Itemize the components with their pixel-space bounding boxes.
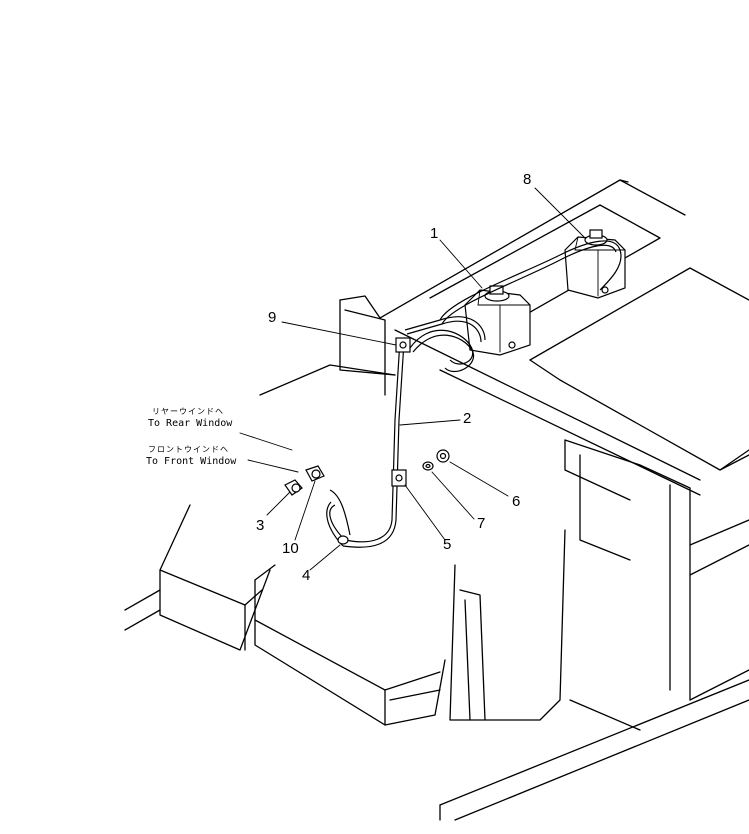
hose-routing — [326, 240, 622, 548]
front-window-label-jp: フロントウインドヘ — [148, 445, 229, 454]
callout-7: 7 — [477, 515, 486, 532]
washer-tank-rear — [564, 229, 626, 299]
callout-2: 2 — [463, 410, 472, 427]
callout-1: 1 — [430, 225, 439, 242]
callout-6: 6 — [512, 493, 521, 510]
washer-tank-front — [464, 285, 531, 356]
rear-window-label-jp: リヤーウインドヘ — [152, 407, 224, 416]
callout-8: 8 — [523, 171, 532, 188]
callout-4: 4 — [302, 567, 311, 584]
rear-window-label-en: To Rear Window — [148, 418, 233, 429]
front-window-label-en: To Front Window — [146, 456, 237, 467]
fittings — [284, 449, 450, 496]
machine-body — [124, 179, 749, 821]
callout-10: 10 — [282, 540, 299, 557]
leader-lines — [239, 187, 586, 571]
callout-3: 3 — [256, 517, 265, 534]
callout-5: 5 — [443, 536, 452, 553]
callout-9: 9 — [268, 309, 277, 326]
